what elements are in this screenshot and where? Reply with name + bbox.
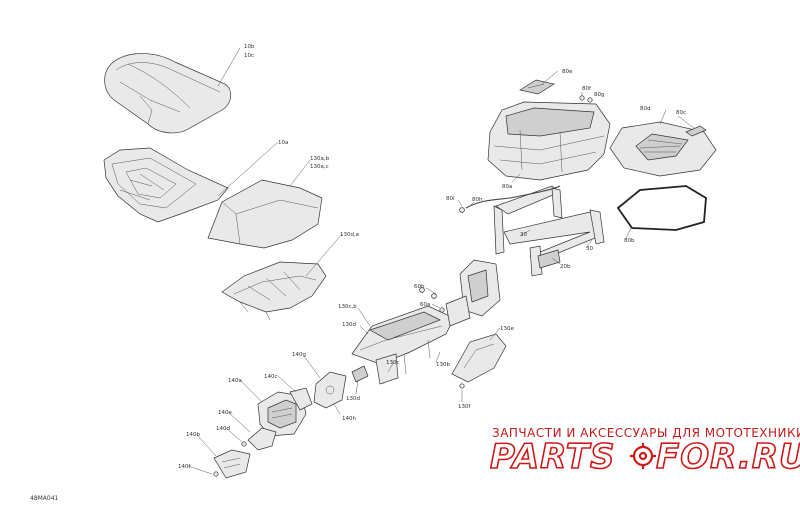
small-lid-cover [519,79,555,95]
callout-140g: 140g [292,352,306,358]
callout-80h: 80h [472,197,483,203]
callout-10b: 10b [244,44,255,50]
watermark-brand-left: PARTS [490,437,615,477]
callout-10a: 10a [278,140,288,146]
gear-icon [630,443,656,469]
callout-80i: 80i [446,196,455,202]
callout-80d: 80d [640,106,651,112]
seat-cushion [104,53,231,134]
callout-130ac: 130a,c [310,164,329,170]
fastener-80f-80g [579,95,593,103]
callout-130dd: 130d [342,322,356,328]
watermark-brand-right: FOR.RU [656,437,800,477]
callout-80c: 80c [676,110,686,116]
callout-labels: 10b 10c 10a 130a,b 130a,c 130d,e 80e 80f… [178,44,686,470]
handle-grip [257,387,313,437]
callout-140a: 140a [228,378,242,384]
callout-130f: 130f [458,404,471,410]
callout-140d: 140d [216,426,230,432]
armrest-bracket [419,259,501,327]
callout-80a: 80a [502,184,512,190]
console-armrest-body [351,305,455,385]
seat-frame-bracket [221,261,327,321]
callout-140c: 140c [264,374,278,380]
callout-30b: 30 [586,246,593,252]
mounting-plate [241,427,277,451]
leader-lines [187,47,695,475]
diagram-code: 48MA041 [30,495,59,502]
latch [685,125,707,137]
callout-130cb: 130c,b [338,304,357,310]
callout-80f: 80f [582,86,592,92]
callout-80e: 80e [562,69,573,75]
callout-130e: 130e [500,326,514,332]
callout-140e: 140e [218,410,232,416]
base-plate [213,449,251,479]
watermark-tagline: ЗАПЧАСТИ И АКСЕССУАРЫ ДЛЯ МОТОТЕХНИКИ [492,426,800,440]
callout-130b: 130b [436,362,450,368]
callout-140f: 140f [178,464,191,470]
storage-box [487,101,611,181]
seat-base-pan [103,147,229,223]
watermark: ЗАПЧАСТИ И АКСЕССУАРЫ ДЛЯ МОТОТЕХНИКИ PA… [489,426,800,478]
callout-80g: 80g [594,92,605,98]
callout-130ab: 130a,b [310,156,330,162]
callout-140b: 140b [186,432,200,438]
callout-80b: 80b [624,238,635,244]
callout-30a: 30 [520,232,527,238]
callout-20b: 20b [560,264,571,270]
support-frame [493,185,605,277]
small-clip [351,365,369,383]
callout-60b: 60b [414,284,425,290]
seal-gasket [616,185,707,231]
callout-130d: 130d [346,396,360,402]
lid-panel [609,121,717,177]
seat-foam-cover [207,179,323,249]
callout-140h: 140h [342,416,356,422]
callout-130c: 130c [386,360,400,366]
cable-assembly [459,185,561,213]
armrest-side-cover [451,333,507,389]
callout-60a: 60a [420,302,430,308]
callout-130de: 130d,e [340,232,360,238]
callout-10c: 10c [244,53,254,59]
small-bracket [313,371,347,409]
